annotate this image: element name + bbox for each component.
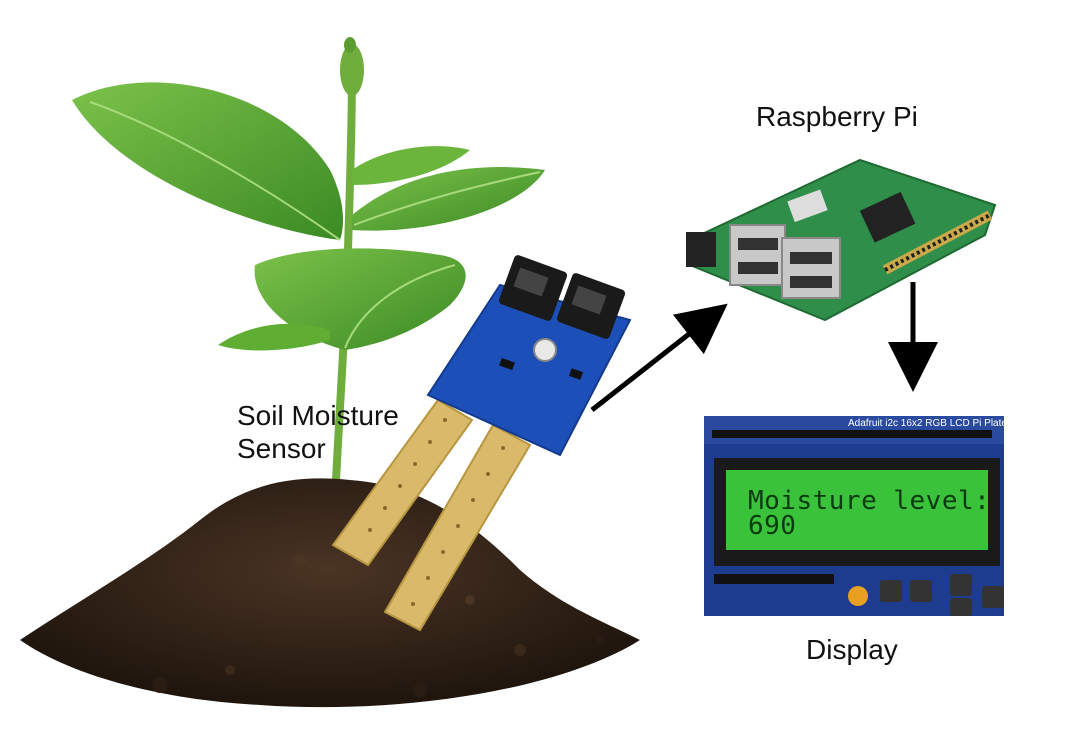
lcd-display-icon — [704, 416, 1004, 616]
sensor-label-line2: Sensor — [237, 433, 326, 464]
lcd-line-2: 690 — [748, 511, 797, 541]
sensor-label: Soil Moisture Sensor — [237, 399, 399, 465]
sensor-icon — [331, 255, 632, 632]
lcd-brand-label: Adafruit i2c 16x2 RGB LCD Pi Plate — [848, 418, 1007, 429]
arrow-sensor-to-pi — [590, 303, 728, 412]
raspberry-pi-label: Raspberry Pi — [756, 101, 918, 132]
sensor-label-line1: Soil Moisture — [237, 400, 399, 431]
lcd-line-1: Moisture level: — [748, 486, 991, 516]
soil-icon — [20, 478, 640, 708]
display-label: Display — [806, 634, 898, 665]
raspberry-pi-icon — [686, 158, 997, 322]
plant-icon — [72, 37, 545, 501]
